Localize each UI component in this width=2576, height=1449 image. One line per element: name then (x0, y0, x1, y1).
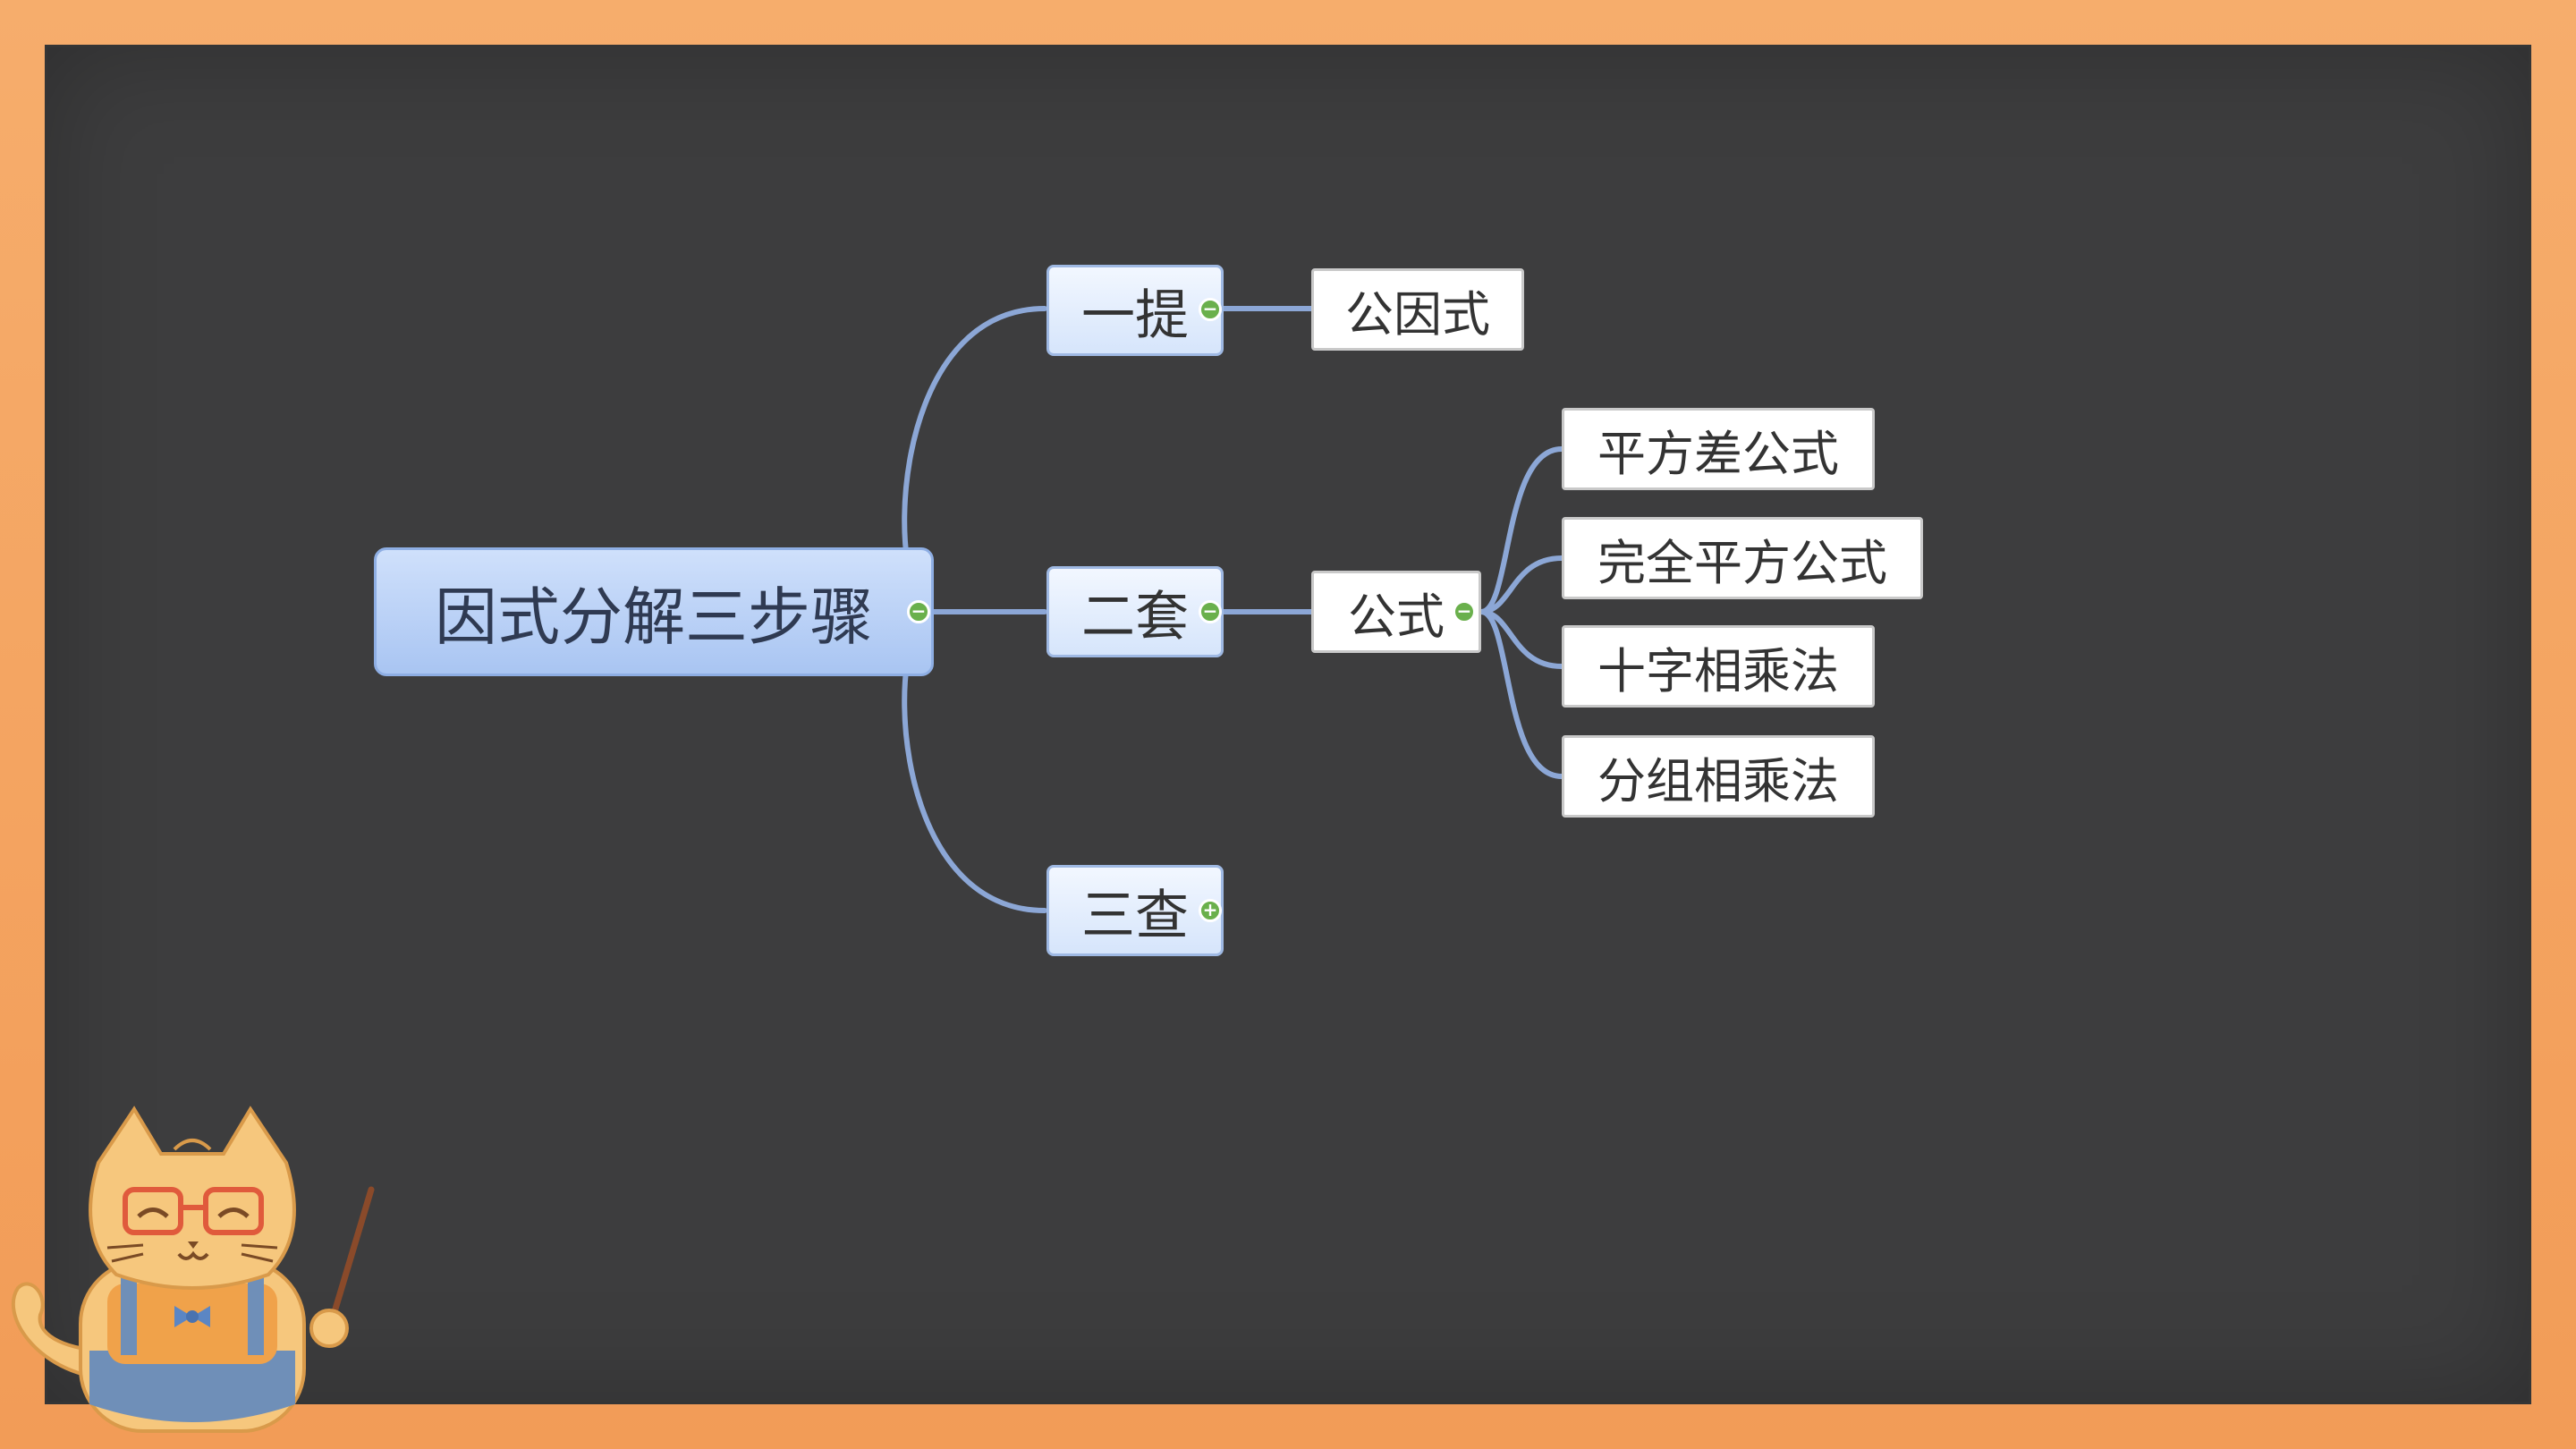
collapse-toggle-icon[interactable]: − (1199, 298, 1222, 321)
link-formula-4 (1479, 609, 1564, 779)
subtopic-label: 公式 (1348, 588, 1445, 645)
formula-item-grouping[interactable]: 分组相乘法 (1562, 735, 1875, 818)
formula-item-label: 平方差公式 (1597, 425, 1839, 482)
central-topic[interactable]: 因式分解三步骤 (374, 547, 934, 676)
branch-label: 一提 (1081, 284, 1189, 347)
branch-label: 三查 (1081, 884, 1189, 947)
branch-ertao[interactable]: 二套 (1046, 566, 1224, 657)
subtopic-common-factor[interactable]: 公因式 (1311, 268, 1524, 351)
collapse-toggle-icon[interactable]: − (907, 600, 930, 623)
central-topic-label: 因式分解三步骤 (435, 580, 873, 654)
link-formula-2 (1479, 555, 1564, 614)
formula-item-label: 分组相乘法 (1597, 752, 1839, 809)
subtopic-label: 公因式 (1345, 285, 1490, 343)
formula-item-label: 十字相乘法 (1597, 642, 1839, 699)
branch-yiti[interactable]: 一提 (1046, 265, 1224, 356)
formula-item-difference-of-squares[interactable]: 平方差公式 (1562, 408, 1875, 490)
collapse-toggle-icon[interactable]: − (1199, 600, 1222, 623)
cat-teacher-mascot-icon (12, 1106, 375, 1433)
link-formula-1 (1479, 446, 1564, 614)
branch-sancha[interactable]: 三查 (1046, 865, 1224, 956)
formula-item-cross-multiplication[interactable]: 十字相乘法 (1562, 625, 1875, 708)
branch-label: 二套 (1081, 585, 1189, 648)
collapse-toggle-icon[interactable]: − (1453, 600, 1476, 623)
formula-item-label: 完全平方公式 (1597, 534, 1887, 591)
formula-item-perfect-square[interactable]: 完全平方公式 (1562, 517, 1923, 599)
expand-toggle-icon[interactable]: + (1199, 899, 1222, 922)
chalkboard (45, 45, 2531, 1404)
